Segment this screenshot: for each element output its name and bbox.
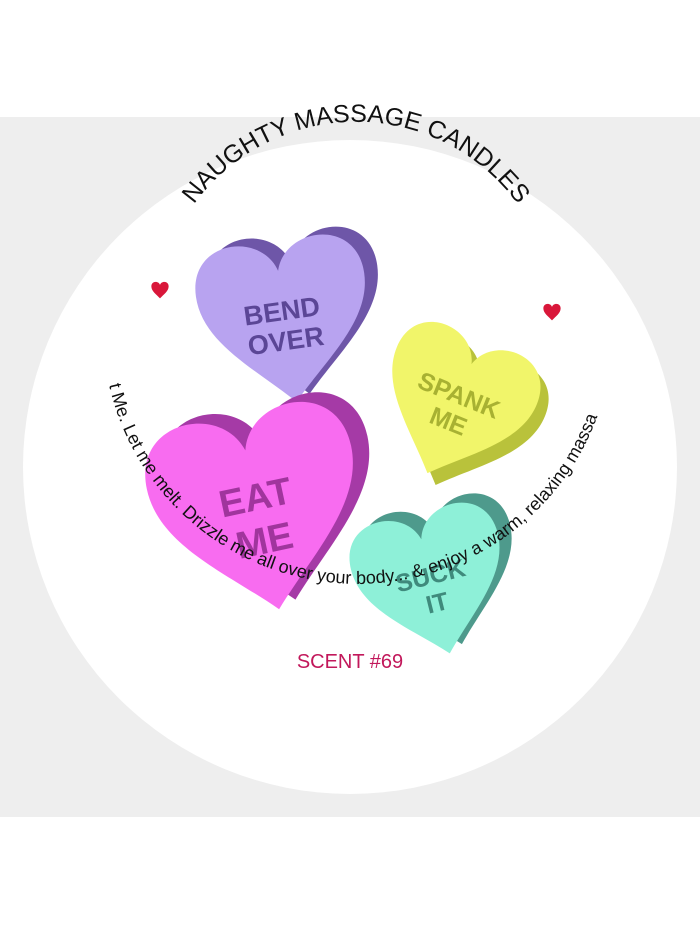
- heart-bend-over: BEND OVER: [189, 221, 394, 414]
- heart-eat-me: EAT ME: [135, 382, 398, 631]
- right-heart-icon: [543, 303, 561, 321]
- left-heart-icon: [151, 281, 169, 299]
- heart-suck-it: SUCK IT: [341, 485, 536, 672]
- scent-label: SCENT #69: [297, 651, 403, 673]
- heart-spank-me: SPANK ME: [357, 310, 560, 514]
